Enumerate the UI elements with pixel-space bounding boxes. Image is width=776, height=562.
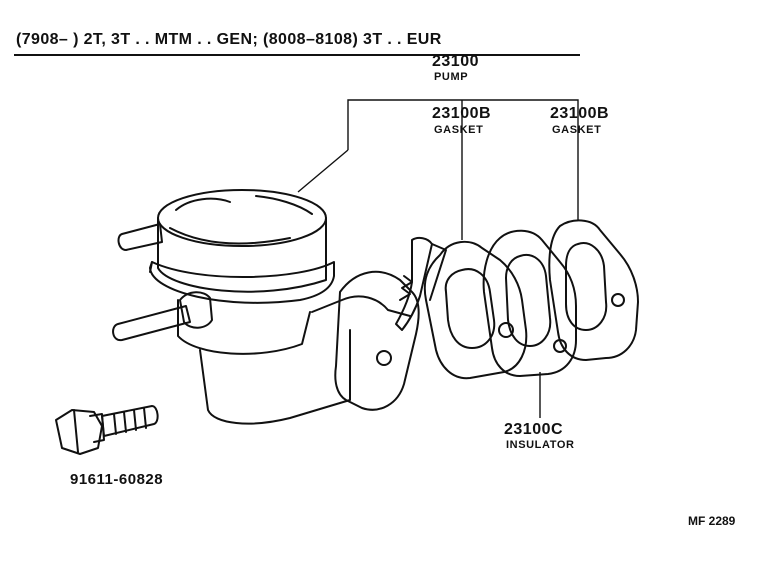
figure-code: MF 2289	[688, 514, 736, 528]
insulator-part-name: INSULATOR	[506, 439, 575, 451]
gasket-2-part-number: 23100B	[550, 105, 610, 122]
gasket-2	[548, 219, 639, 361]
fuel-pump	[112, 189, 447, 425]
header-underline	[14, 54, 580, 56]
bolt-part-number: 91611-60828	[70, 471, 164, 488]
applicability-header: (7908– ) 2T, 3T . . MTM . . GEN; (8008–8…	[16, 31, 442, 48]
gasket-1-part-name: GASKET	[434, 124, 484, 136]
insulator-plate	[423, 240, 528, 380]
gasket-1-part-number: 23100B	[432, 105, 492, 122]
pump-leader-line	[297, 99, 579, 240]
pump-part-number: 23100	[432, 53, 479, 70]
pump-part-name: PUMP	[434, 71, 469, 83]
gasket-2-part-name: GASKET	[552, 124, 602, 136]
gasket-1	[482, 229, 577, 377]
insulator-part-number: 23100C	[504, 421, 564, 438]
mounting-bolt	[55, 405, 159, 455]
